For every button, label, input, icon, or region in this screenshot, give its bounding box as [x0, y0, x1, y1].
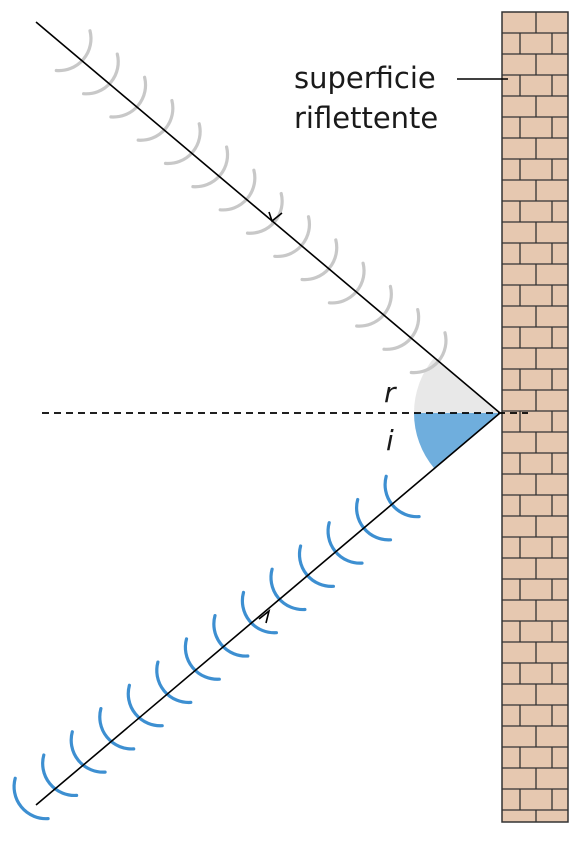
reflected-wavefront	[245, 191, 284, 235]
surface-label-line1: superficie	[294, 61, 436, 95]
reflected-ray	[35, 21, 501, 414]
incident-wavefront	[155, 660, 193, 705]
reflected-wavefront	[273, 215, 312, 258]
wall-background	[501, 11, 569, 823]
incident-wavefront	[98, 707, 136, 751]
incident-wavefront	[269, 567, 307, 612]
incident-wavefront	[12, 776, 50, 821]
incident-wavefront	[183, 637, 221, 681]
incident-wavefront	[212, 614, 250, 658]
incident-angle-sector	[414, 413, 500, 469]
incident-ray	[35, 412, 501, 806]
incident-wavefront	[240, 590, 278, 635]
reflecting-wall	[501, 11, 569, 823]
reflected-angle-sector	[414, 357, 500, 413]
surface-label-line2: riflettente	[294, 101, 438, 135]
incident-wavefront	[41, 753, 79, 798]
incident-wavefront	[69, 730, 107, 774]
reflected-wavefront	[191, 145, 230, 189]
reflected-arrowhead	[268, 211, 283, 223]
reflected-wavefront	[163, 122, 202, 166]
incident-wavefront	[297, 544, 335, 588]
reflected-wavefront	[109, 75, 148, 119]
reflected-wavefront	[300, 238, 339, 282]
incident-wavefronts	[12, 474, 421, 821]
incident-arrowhead	[258, 608, 271, 624]
incident-angle-label: i	[386, 424, 394, 457]
incident-wavefront	[126, 683, 164, 728]
reflected-wavefront	[54, 29, 93, 73]
reflected-wavefront	[136, 98, 175, 142]
reflected-wavefront	[218, 168, 257, 212]
reflected-wavefront	[82, 52, 120, 96]
reflected-angle-label: r	[384, 376, 397, 409]
